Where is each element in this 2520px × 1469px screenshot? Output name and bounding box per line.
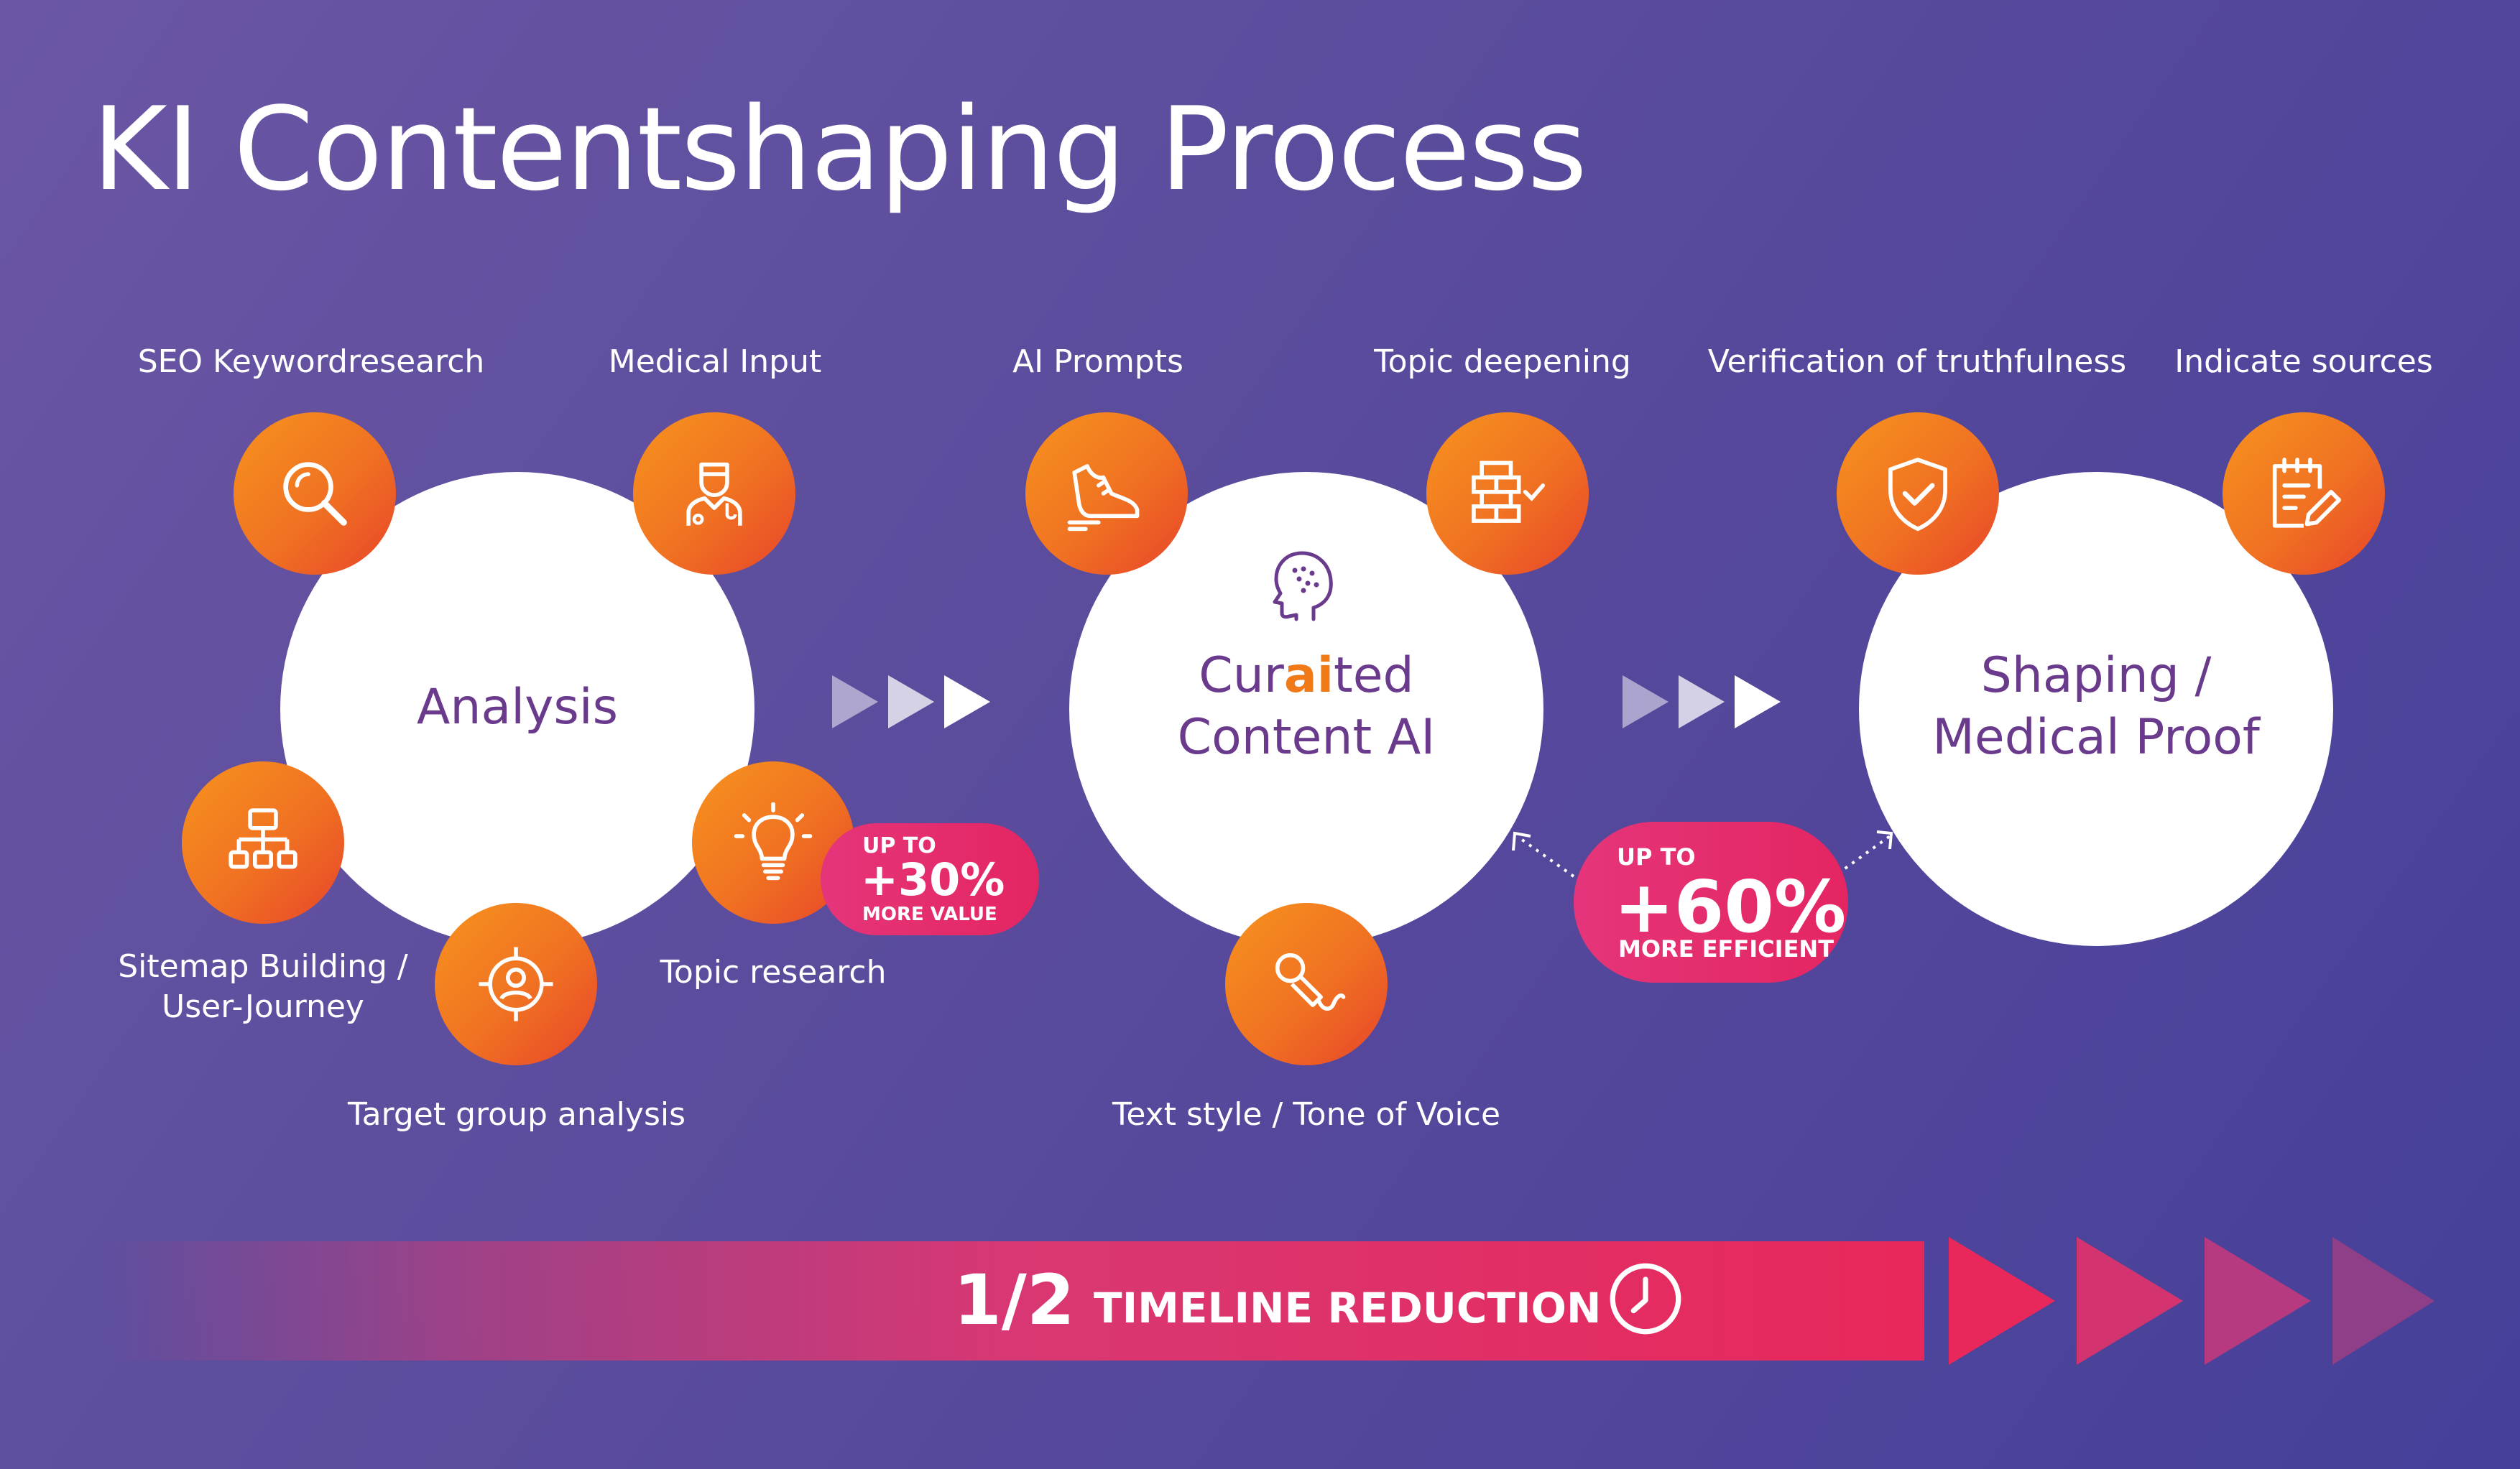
label-verification: Verification of truthfulness xyxy=(1707,343,2127,380)
timeline-fraction: 1/2 xyxy=(954,1260,1075,1340)
page-title: KI Contentshaping Process xyxy=(92,82,1587,216)
dotted-connectors xyxy=(1512,830,1893,878)
badge-value-upto: UP TO xyxy=(862,833,936,858)
label-medical-input: Medical Input xyxy=(608,343,822,380)
badge-value-percent: +30% xyxy=(861,853,1005,906)
sitemap-icon xyxy=(229,808,297,869)
timeline-arrows xyxy=(1949,1237,2434,1365)
stage-shaping-title: Shaping / Medical Proof xyxy=(1859,645,2333,769)
arrows-curaited-to-shaping xyxy=(1623,675,1781,728)
target-person-icon xyxy=(479,947,553,1021)
stage-curaited-line1: Curaited xyxy=(1069,645,1543,707)
label-indicate-sources: Indicate sources xyxy=(2174,343,2433,380)
lightbulb-icon xyxy=(734,802,813,881)
target-group-icon-circle xyxy=(435,903,597,1065)
shield-check-icon xyxy=(1888,458,1947,532)
badge-efficient-upto: UP TO xyxy=(1617,843,1696,871)
stage-curaited-ai: ai xyxy=(1283,647,1334,704)
timeline-text: TIMELINE REDUCTION xyxy=(1094,1284,1602,1333)
indicate-sources-icon-circle xyxy=(2223,412,2385,575)
doctor-icon xyxy=(686,462,742,526)
seo-icon-circle xyxy=(234,412,396,575)
label-sitemap-line2: User-Journey xyxy=(162,988,364,1025)
stage-curaited-part3: ted xyxy=(1334,647,1414,704)
notepad-pencil-icon xyxy=(2272,458,2342,528)
head-brain-icon xyxy=(1273,551,1333,621)
clock-icon xyxy=(1610,1263,1681,1335)
medical-input-icon-circle xyxy=(633,412,795,575)
label-seo-keywordresearch: SEO Keywordresearch xyxy=(137,343,485,380)
stage-analysis-title: Analysis xyxy=(416,679,619,736)
arrows-analysis-to-curaited xyxy=(832,675,990,728)
timeline-bar xyxy=(108,1241,1924,1361)
label-sitemap-line1: Sitemap Building / xyxy=(118,948,408,985)
label-topic-research: Topic research xyxy=(660,954,887,991)
label-topic-deepening: Topic deepening xyxy=(1374,343,1631,380)
verification-icon-circle xyxy=(1837,412,1999,575)
stage-curaited-line2: Content AI xyxy=(1177,709,1436,766)
stage-shaping-line2: Medical Proof xyxy=(1932,709,2260,766)
text-style-icon-circle xyxy=(1225,903,1388,1065)
sneaker-icon xyxy=(1067,464,1140,532)
badge-efficient-percent: +60% xyxy=(1614,865,1847,949)
stage-curaited-part1: Cur xyxy=(1199,647,1284,704)
label-text-style: Text style / Tone of Voice xyxy=(1112,1096,1501,1133)
badge-value-caption: MORE VALUE xyxy=(862,904,997,925)
label-target-group: Target group analysis xyxy=(347,1096,686,1133)
badge-more-efficient: UP TO +60% MORE EFFICIENT xyxy=(1574,822,1848,983)
magnifier-icon xyxy=(283,462,347,526)
microphone-icon xyxy=(1275,953,1346,1011)
badge-more-value: UP TO +30% MORE VALUE xyxy=(821,823,1039,935)
badge-efficient-caption: MORE EFFICIENT xyxy=(1618,935,1834,963)
stage-shaping-line1: Shaping / xyxy=(1980,647,2212,704)
topic-deepening-icon-circle xyxy=(1426,412,1589,575)
ai-prompts-icon-circle xyxy=(1025,412,1188,575)
bricks-check-icon xyxy=(1472,460,1546,523)
label-sitemap: Sitemap Building / User-Journey xyxy=(118,947,408,1027)
label-ai-prompts: AI Prompts xyxy=(1012,343,1183,380)
sitemap-icon-circle xyxy=(182,761,344,924)
stage-curaited-title: Curaited Content AI xyxy=(1069,645,1543,769)
